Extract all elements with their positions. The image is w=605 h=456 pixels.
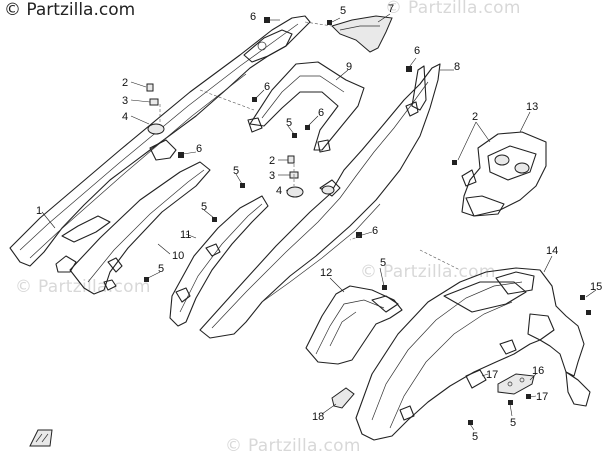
fastener-15a [580, 295, 585, 300]
part-14-rear-fender[interactable] [355, 267, 591, 441]
part-8-side-cover[interactable] [199, 63, 441, 339]
callout-6-top: 6 [250, 11, 256, 23]
callout-16: 16 [532, 365, 544, 377]
brand-name: Partzilla.com [26, 0, 136, 20]
callout-5-right: 5 [380, 257, 386, 269]
callout-12: 12 [320, 267, 332, 279]
part-10-inner-strip[interactable] [69, 161, 211, 295]
part-7-top-cap[interactable] [331, 15, 393, 53]
grommet-4-left [147, 123, 165, 135]
bolt-2-mid [287, 155, 295, 164]
grommet-mid-right [321, 185, 335, 195]
callout-5-bottom: 5 [158, 263, 164, 275]
callout-3-mid: 3 [269, 170, 275, 182]
callout-9: 9 [346, 61, 352, 73]
fastener-15b [586, 310, 591, 315]
fastener-6-right [406, 66, 412, 72]
callout-5-lower: 5 [201, 201, 207, 213]
fastener-5-right [382, 285, 387, 290]
callout-2-bracket: 2 [472, 111, 478, 123]
part-13-bracket[interactable] [461, 131, 547, 217]
callout-6-right: 6 [414, 45, 420, 57]
watermark-right: © Partzilla.com [360, 262, 496, 282]
fastener-6-bracket2 [305, 125, 310, 130]
partzilla-brand: © Partzilla.com [4, 0, 135, 20]
fastener-5-lower [212, 217, 217, 222]
callout-10: 10 [172, 250, 184, 262]
callout-2-left: 2 [122, 77, 128, 89]
part-1-side-rail[interactable] [9, 15, 311, 273]
callout-2-mid: 2 [269, 155, 275, 167]
callout-labels: 1 2 3 4 2 3 4 2 6 5 6 6 6 5 6 5 5 6 5 5 … [36, 3, 602, 443]
part-12-lower-bracket[interactable] [305, 285, 403, 365]
fastener-5-rear2 [508, 400, 513, 405]
watermark-bottom: © Partzilla.com [225, 436, 361, 456]
callout-14: 14 [546, 245, 558, 257]
fastener-6-low [356, 232, 362, 238]
leader-lines [41, 13, 597, 431]
fastener-5-bottom [144, 277, 149, 282]
callout-7: 7 [388, 3, 394, 15]
callout-5-rear2: 5 [510, 417, 516, 429]
fastener-6-left [178, 152, 184, 158]
callout-4-left: 4 [122, 111, 128, 123]
copyright-symbol: © [4, 0, 21, 20]
callout-5-rear: 5 [472, 431, 478, 443]
nut-3-left [149, 98, 159, 106]
manufacturer-emblem-icon [29, 429, 53, 447]
callout-11: 11 [180, 229, 191, 241]
fastener-5-mid [292, 133, 297, 138]
callout-1: 1 [36, 205, 42, 217]
callout-3-left: 3 [122, 95, 128, 107]
fasteners [144, 17, 591, 425]
part-16-plate[interactable] [497, 373, 535, 395]
callout-5-mid: 5 [286, 117, 292, 129]
fastener-5-rear [468, 420, 473, 425]
callout-6-left: 6 [196, 143, 202, 155]
fastener-17 [526, 394, 531, 399]
part-17-clip[interactable] [465, 369, 487, 389]
callout-4-mid: 4 [276, 185, 282, 197]
watermark-top-right: © Partzilla.com [385, 0, 521, 18]
callout-18: 18 [312, 411, 324, 423]
callout-17-left: 17 [486, 369, 498, 381]
fastener-2-bracket [452, 160, 457, 165]
fastener-5-top [327, 20, 332, 25]
fastener-6-top [264, 17, 270, 23]
fastener-6-bracket [252, 97, 257, 102]
grommet-4-mid [286, 186, 304, 198]
callout-13: 13 [526, 101, 538, 113]
bolt-2-left [146, 83, 154, 92]
part-9-center-bracket[interactable] [247, 61, 365, 153]
callout-17-right: 17 [536, 391, 548, 403]
callout-8: 8 [454, 61, 460, 73]
callout-15: 15 [590, 281, 602, 293]
callout-6-bracket: 6 [264, 81, 270, 93]
fastener-5-left [240, 183, 245, 188]
callout-5-top: 5 [340, 5, 346, 17]
part-11-lower-rail[interactable] [169, 195, 269, 327]
callout-6-low: 6 [372, 225, 378, 237]
part-18-pad[interactable] [331, 387, 355, 409]
callout-5-left: 5 [233, 165, 239, 177]
callout-6-bracket2: 6 [318, 107, 324, 119]
